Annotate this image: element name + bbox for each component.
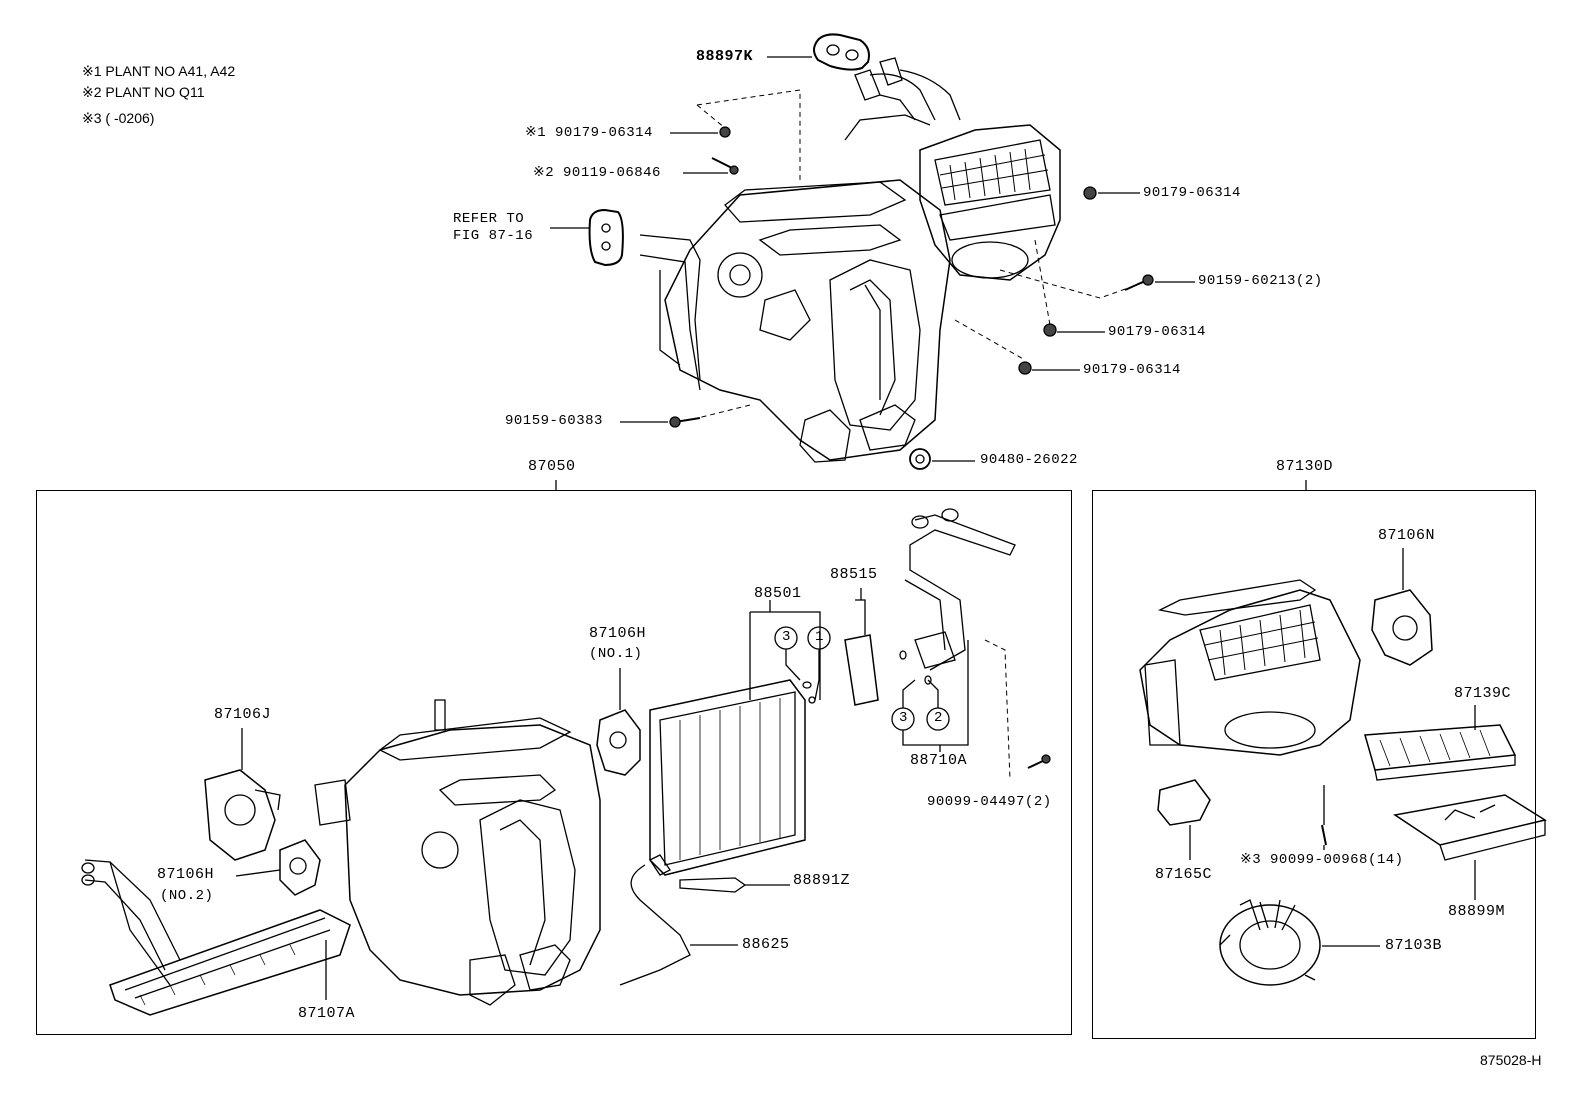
part-90179-06314-c[interactable]: 90179-06314 bbox=[1083, 362, 1181, 378]
part-90119-06846-plant2[interactable]: ※2 90119-06846 bbox=[533, 165, 661, 181]
part-88625[interactable]: 88625 bbox=[742, 936, 790, 953]
part-90159-60213[interactable]: 90159-60213(2) bbox=[1198, 273, 1323, 289]
figure-code: 875028-H bbox=[1480, 1052, 1542, 1068]
part-90179-06314-a[interactable]: 90179-06314 bbox=[1143, 185, 1241, 201]
circle-number-1-oring: 1 bbox=[815, 629, 824, 645]
note-date-range: ※3 ( -0206) bbox=[82, 110, 155, 126]
part-87139C[interactable]: 87139C bbox=[1454, 685, 1512, 702]
group-87130D-drawing bbox=[1139, 480, 1547, 986]
part-90179-06314-b[interactable]: 90179-06314 bbox=[1108, 324, 1206, 340]
part-90159-60383[interactable]: 90159-60383 bbox=[505, 413, 603, 429]
refer-to-label: REFER TO bbox=[453, 211, 525, 227]
group-87130D-box bbox=[1092, 490, 1536, 1039]
part-90099-00968[interactable]: ※3 90099-00968(14) bbox=[1240, 852, 1404, 868]
part-88899M[interactable]: 88899M bbox=[1448, 903, 1506, 920]
part-88891Z[interactable]: 88891Z bbox=[793, 872, 851, 889]
part-87106J[interactable]: 87106J bbox=[214, 706, 272, 723]
part-87106N[interactable]: 87106N bbox=[1378, 527, 1436, 544]
top-heater-assembly-drawing bbox=[550, 33, 1195, 470]
part-88501[interactable]: 88501 bbox=[754, 585, 802, 602]
part-90179-06314-plant1[interactable]: ※1 90179-06314 bbox=[525, 125, 653, 141]
note-plant-a41-a42: ※1 PLANT NO A41, A42 bbox=[82, 63, 236, 79]
group-87050-box bbox=[36, 490, 1072, 1035]
circle-number-2-valve: 2 bbox=[934, 710, 943, 726]
group-87050-title[interactable]: 87050 bbox=[528, 458, 576, 475]
circle-number-3-valve: 3 bbox=[899, 710, 908, 726]
part-88897K[interactable]: 88897K bbox=[696, 48, 754, 65]
part-90480-26022[interactable]: 90480-26022 bbox=[980, 452, 1078, 468]
part-87165C[interactable]: 87165C bbox=[1155, 866, 1213, 883]
group-87050-drawing bbox=[81, 480, 1051, 1016]
refer-fig-label[interactable]: FIG 87-16 bbox=[453, 228, 534, 244]
part-87106H-no2-qualifier: (NO.2) bbox=[160, 888, 214, 904]
part-87103B[interactable]: 87103B bbox=[1385, 937, 1443, 954]
circle-number-3-oring: 3 bbox=[782, 629, 791, 645]
part-87106H-no1-qualifier: (NO.1) bbox=[589, 646, 643, 662]
group-87130D-title[interactable]: 87130D bbox=[1276, 458, 1334, 475]
part-88710A[interactable]: 88710A bbox=[910, 752, 968, 769]
part-87107A[interactable]: 87107A bbox=[298, 1005, 356, 1022]
part-90099-04497[interactable]: 90099-04497(2) bbox=[927, 794, 1052, 810]
part-87106H-no2[interactable]: 87106H bbox=[157, 866, 215, 883]
part-88515[interactable]: 88515 bbox=[830, 566, 878, 583]
part-87106H-no1[interactable]: 87106H bbox=[589, 625, 647, 642]
note-plant-q11: ※2 PLANT NO Q11 bbox=[82, 84, 205, 100]
